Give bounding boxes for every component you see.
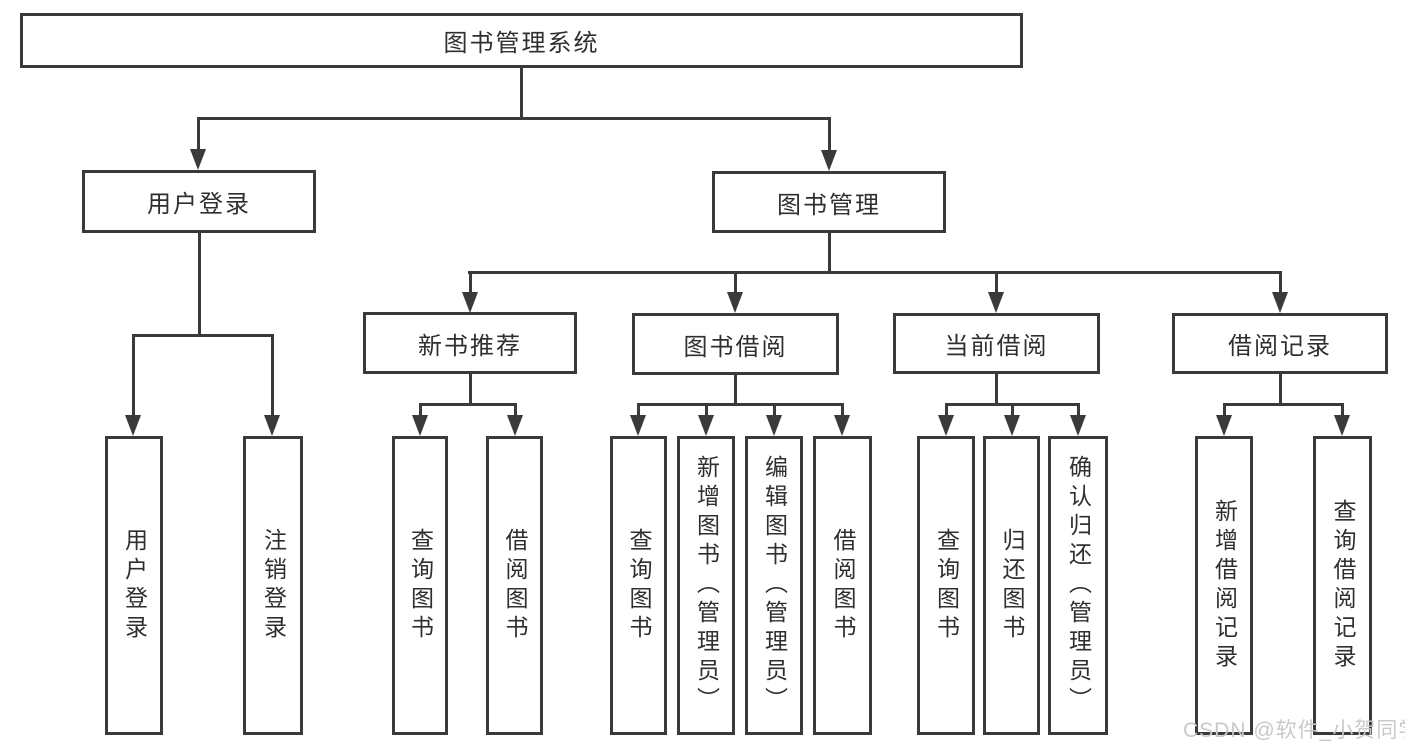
leaf-confirm-return-admin-label: 确认归还（管理员） <box>1065 455 1092 716</box>
connector-arrow-down-icon <box>727 271 743 313</box>
connector-arrow-down-icon <box>938 403 954 436</box>
connector-arrow-down-icon <box>125 334 141 436</box>
leaf-search-books-current-label: 查询图书 <box>933 527 960 644</box>
node-borrow-records: 借阅记录 <box>1172 313 1388 374</box>
leaf-borrow-books: 借阅图书 <box>813 436 872 735</box>
leaf-add-book-admin-label: 新增图书（管理员） <box>693 455 720 716</box>
connector-arrow-down-icon <box>462 271 478 313</box>
connector-arrow-down-icon <box>988 271 1004 313</box>
node-user-login: 用户登录 <box>82 170 316 233</box>
leaf-user-login: 用户登录 <box>105 436 163 735</box>
connector-line <box>197 117 831 120</box>
leaf-edit-book-admin: 编辑图书（管理员） <box>745 436 803 735</box>
connector-arrow-down-icon <box>630 403 646 436</box>
connector-line <box>520 68 523 118</box>
leaf-return-books-label: 归还图书 <box>999 527 1025 644</box>
leaf-user-login-label: 用户登录 <box>121 527 148 644</box>
connector-line <box>198 233 201 335</box>
leaf-search-books-borrowing-label: 查询图书 <box>626 527 652 644</box>
connector-arrow-down-icon <box>698 403 714 436</box>
node-book-management: 图书管理 <box>712 171 946 233</box>
connector-line <box>828 233 831 272</box>
node-book-borrowing: 图书借阅 <box>632 313 839 375</box>
node-current-borrowing: 当前借阅 <box>893 313 1100 374</box>
leaf-borrow-books-recommend-label: 借阅图书 <box>502 527 528 644</box>
connector-line <box>468 271 1281 274</box>
connector-line <box>132 334 273 337</box>
connector-line <box>1223 403 1344 406</box>
connector-arrow-down-icon <box>1216 403 1232 436</box>
connector-line <box>419 403 516 406</box>
connector-arrow-down-icon <box>1070 403 1086 436</box>
connector-arrow-down-icon <box>1004 403 1020 436</box>
leaf-logout-label: 注销登录 <box>260 527 287 644</box>
connector-arrow-down-icon <box>1334 403 1350 436</box>
connector-arrow-down-icon <box>1272 271 1288 313</box>
node-new-book-recommend: 新书推荐 <box>363 312 577 374</box>
leaf-add-borrow-record: 新增借阅记录 <box>1195 436 1253 735</box>
connector-arrow-down-icon <box>190 117 206 170</box>
leaf-confirm-return-admin: 确认归还（管理员） <box>1048 436 1108 735</box>
connector-arrow-down-icon <box>821 117 837 171</box>
connector-arrow-down-icon <box>264 334 280 436</box>
leaf-return-books: 归还图书 <box>983 436 1040 735</box>
connector-arrow-down-icon <box>412 403 428 436</box>
csdn-watermark: CSDN @软件_小贺同学 <box>1183 719 1405 742</box>
connector-line <box>1279 374 1282 404</box>
leaf-search-books-borrowing: 查询图书 <box>610 436 667 735</box>
leaf-borrow-books-label: 借阅图书 <box>830 527 856 644</box>
leaf-add-borrow-record-label: 新增借阅记录 <box>1211 498 1238 673</box>
leaf-add-book-admin: 新增图书（管理员） <box>677 436 735 735</box>
leaf-logout: 注销登录 <box>243 436 303 735</box>
connector-line <box>734 375 737 404</box>
node-root-system: 图书管理系统 <box>20 13 1023 68</box>
connector-arrow-down-icon <box>766 403 782 436</box>
leaf-search-books-recommend: 查询图书 <box>392 436 448 735</box>
leaf-edit-book-admin-label: 编辑图书（管理员） <box>761 455 788 716</box>
connector-line <box>995 374 998 404</box>
connector-arrow-down-icon <box>834 403 850 436</box>
connector-line <box>637 403 844 406</box>
connector-line <box>469 374 472 404</box>
leaf-query-borrow-record-label: 查询借阅记录 <box>1330 498 1356 673</box>
leaf-borrow-books-recommend: 借阅图书 <box>486 436 543 735</box>
leaf-search-books-current: 查询图书 <box>917 436 975 735</box>
leaf-search-books-recommend-label: 查询图书 <box>407 527 434 644</box>
connector-arrow-down-icon <box>507 403 523 436</box>
leaf-query-borrow-record: 查询借阅记录 <box>1313 436 1372 735</box>
